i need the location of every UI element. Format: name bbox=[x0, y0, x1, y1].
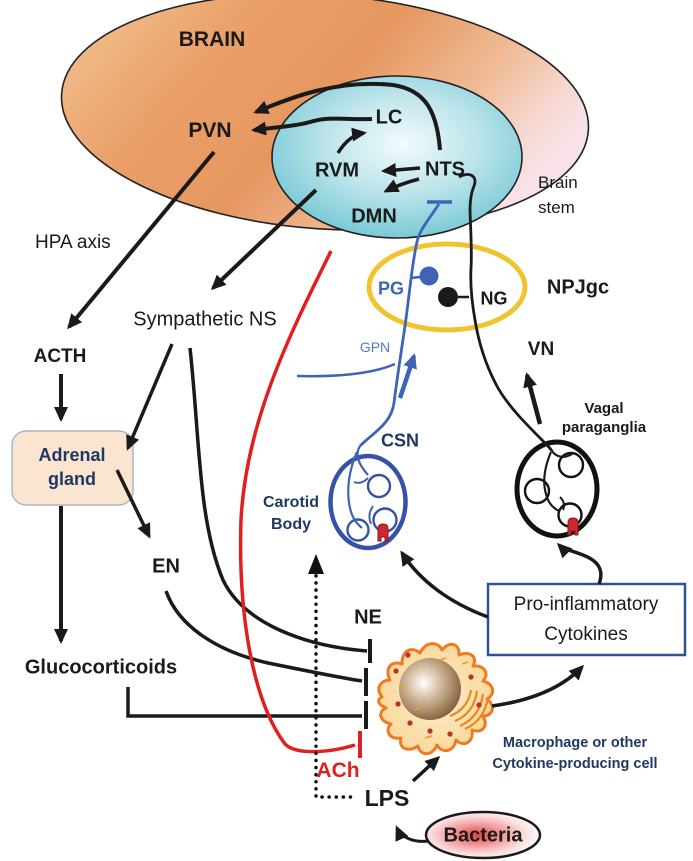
arrow-gpn-afferent bbox=[397, 353, 417, 399]
macrophage-er bbox=[449, 689, 490, 730]
pg-label: PG bbox=[377, 278, 405, 299]
brainstem-label: Brain stem bbox=[538, 170, 578, 220]
brainstem-ellipse bbox=[271, 75, 523, 239]
macrophage-line1: Macrophage or other bbox=[502, 735, 648, 751]
adrenal-gland-box bbox=[11, 430, 134, 506]
receptor-icon-carotid bbox=[377, 523, 389, 542]
carotid-line1: Carotid bbox=[263, 494, 319, 511]
cytokines-box-label: Pro-inflammatory Cytokines bbox=[514, 590, 659, 650]
dmn-label: DMN bbox=[351, 205, 397, 228]
carotid-body bbox=[328, 453, 408, 551]
arrow-rvm-to-sympathetic bbox=[210, 188, 318, 291]
arrow-cytokines-to-carotid bbox=[400, 550, 489, 619]
carotid-line2: Body bbox=[271, 516, 311, 533]
brainstem-line2: stem bbox=[538, 198, 575, 217]
arrow-cytokines-to-vagal bbox=[556, 542, 603, 585]
ng-dot bbox=[438, 287, 458, 307]
bacteria-label: Bacteria bbox=[443, 824, 523, 847]
ach-label: ACh bbox=[316, 758, 360, 782]
arrow-rvm-to-lc bbox=[336, 127, 367, 154]
macrophage-cell bbox=[377, 642, 495, 756]
line-vn-inner-1 bbox=[551, 450, 573, 458]
arrow-nts-to-pvn bbox=[253, 81, 442, 151]
glucocorticoids-label: Glucocorticoids bbox=[24, 656, 178, 679]
adrenal-line1: Adrenal bbox=[38, 445, 106, 465]
pg-dot bbox=[419, 266, 439, 286]
en-label: EN bbox=[152, 555, 180, 578]
line-gpn-branch bbox=[296, 362, 396, 378]
arrow-nts-to-dmn bbox=[383, 177, 420, 193]
vagal-paraganglia-label: Vagal paraganglia bbox=[562, 399, 646, 437]
arrow-macrophage-to-cytokines bbox=[491, 664, 585, 708]
arrow-vn-afferent bbox=[523, 372, 543, 425]
lc-label: LC bbox=[375, 106, 403, 129]
cytokines-line2: Cytokines bbox=[544, 624, 628, 645]
vagal-paraganglia bbox=[514, 439, 600, 539]
macrophage-line2: Cytokine-producing cell bbox=[492, 756, 658, 772]
macrophage-label: Macrophage or other Cytokine-producing c… bbox=[492, 733, 657, 775]
line-sympathetic-to-ne bbox=[188, 347, 368, 653]
line-dmn-ach bbox=[238, 250, 356, 754]
carotid-body-label: Carotid Body bbox=[263, 492, 319, 536]
arrow-lc-to-pvn bbox=[251, 116, 373, 136]
line-csn-inner-4 bbox=[368, 505, 374, 525]
line-csn-inner-2 bbox=[347, 451, 363, 529]
line-vn-inner-2 bbox=[543, 451, 560, 512]
line-csn-inner-1 bbox=[356, 445, 369, 476]
csn-label: CSN bbox=[380, 430, 420, 451]
adrenal-line2: gland bbox=[48, 469, 96, 489]
arrow-pvn-to-acth bbox=[67, 150, 216, 330]
vagal-line1: Vagal bbox=[584, 400, 624, 417]
line-vagus bbox=[458, 173, 554, 452]
line-glucocorticoids-to-macrophage bbox=[126, 687, 362, 718]
adrenal-gland-label: Adrenal gland bbox=[38, 443, 105, 491]
rvm-label: RVM bbox=[314, 159, 360, 182]
line-vn-inner-3 bbox=[559, 496, 565, 511]
arrow-sympathetic-to-adrenal bbox=[126, 343, 174, 451]
brain-label: BRAIN bbox=[178, 27, 246, 51]
acth-label: ACTH bbox=[33, 346, 87, 368]
arrow-adrenal-to-en bbox=[115, 469, 151, 539]
ng-label: NG bbox=[480, 288, 508, 309]
arrow-lps-to-macrophage bbox=[411, 755, 441, 783]
dotted-arrowhead bbox=[308, 554, 324, 574]
line-en-to-macrophage bbox=[164, 590, 363, 683]
ne-label: NE bbox=[354, 606, 382, 629]
sympathetic-ns-label: Sympathetic NS bbox=[133, 308, 277, 331]
cytokines-box bbox=[486, 582, 687, 657]
nts-label: NTS bbox=[425, 158, 465, 181]
line-gpn bbox=[359, 203, 441, 447]
arrow-bacteria-to-lps bbox=[395, 825, 430, 843]
hpa-axis-label: HPA axis bbox=[35, 232, 111, 253]
vagal-line2: paraganglia bbox=[561, 419, 647, 436]
arrow-nts-to-rvm bbox=[381, 163, 421, 177]
npjgc-ellipse bbox=[366, 241, 528, 333]
vn-label: VN bbox=[527, 339, 555, 361]
pvn-label: PVN bbox=[188, 118, 232, 142]
bacteria-ellipse bbox=[424, 810, 542, 860]
lps-label: LPS bbox=[364, 784, 410, 811]
gpn-label: GPN bbox=[359, 338, 391, 355]
cytokines-line1: Pro-inflammatory bbox=[513, 594, 659, 615]
line-csn-inner-3 bbox=[353, 477, 369, 484]
macrophage-nucleus bbox=[399, 658, 461, 720]
brainstem-line1: Brain bbox=[538, 173, 578, 192]
receptor-icon-vagal bbox=[567, 517, 579, 536]
macrophage-granules bbox=[393, 652, 482, 737]
npjgc-label: NPJgc bbox=[546, 276, 610, 299]
line-pg-connector bbox=[410, 275, 421, 280]
